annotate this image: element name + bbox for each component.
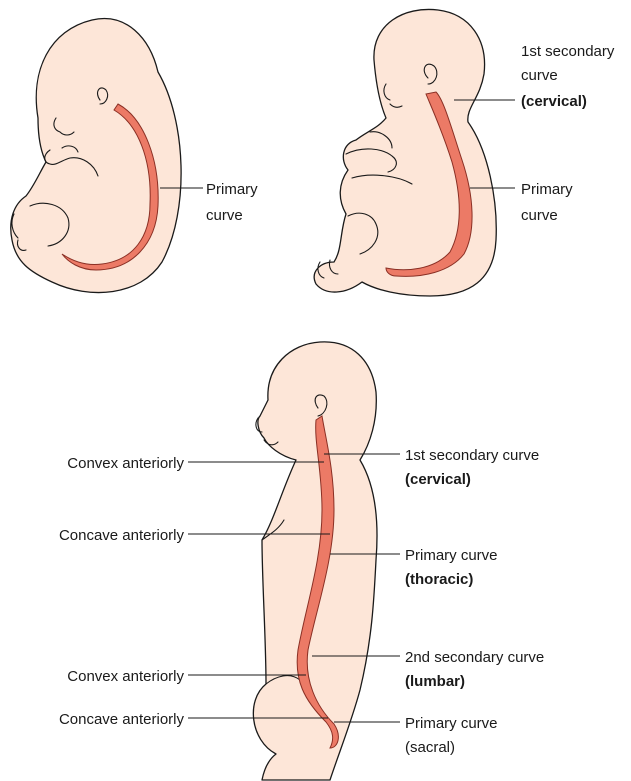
left-label-concave-2: Concave anteriorly — [59, 711, 185, 728]
right-label-1-line1: 1st secondary curve — [405, 447, 539, 464]
left-label-concave-1: Concave anteriorly — [59, 527, 185, 544]
panel-a-label-line2: curve — [206, 207, 243, 224]
panel-b-primary-line2: curve — [521, 207, 558, 224]
left-label-convex-1: Convex anteriorly — [67, 455, 184, 472]
right-label-3-line1: 2nd secondary curve — [405, 649, 544, 666]
fetus-early-figure — [11, 19, 203, 293]
right-label-4-line1: Primary curve — [405, 715, 498, 732]
right-label-3-line2: (lumbar) — [405, 673, 465, 690]
left-label-convex-2: Convex anteriorly — [67, 668, 184, 685]
panel-b-primary-line1: Primary — [521, 181, 573, 198]
panel-b-secondary-line3: (cervical) — [521, 93, 587, 110]
fetus-early-body — [11, 19, 181, 293]
panel-b-secondary-line2: curve — [521, 67, 558, 84]
right-label-1-line2: (cervical) — [405, 471, 471, 488]
panel-a-label-line1: Primary — [206, 181, 258, 198]
fetus-late-body — [314, 9, 496, 296]
right-label-2-line2: (thoracic) — [405, 571, 473, 588]
adult-body — [253, 342, 377, 780]
adult-figure — [188, 342, 400, 780]
right-label-2-line1: Primary curve — [405, 547, 498, 564]
panel-b-secondary-line1: 1st secondary — [521, 43, 615, 60]
right-label-4-line2: (sacral) — [405, 739, 455, 756]
fetus-late-figure — [314, 9, 515, 296]
